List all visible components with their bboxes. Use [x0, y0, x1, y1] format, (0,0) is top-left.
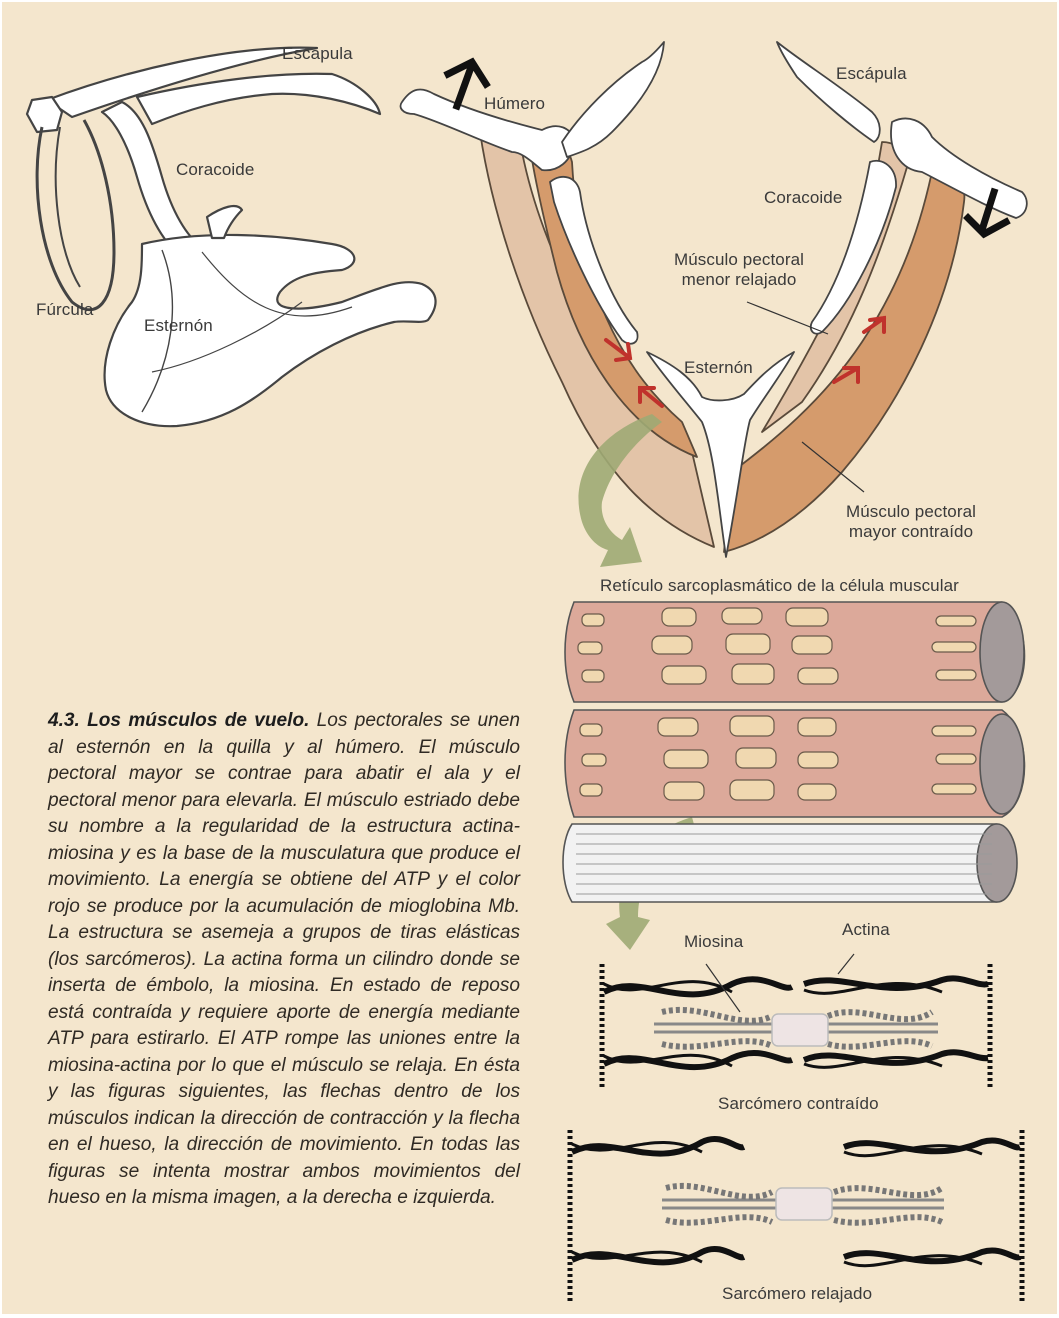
sarcomere-contracted: [602, 954, 990, 1088]
label-escapula-right: Escápula: [836, 64, 907, 84]
label-humero: Húmero: [484, 94, 545, 114]
label-esternon-right: Esternón: [684, 358, 753, 378]
caption-title: 4.3. Los músculos de vuelo.: [48, 710, 309, 731]
label-coracoide-left: Coracoide: [176, 160, 254, 180]
label-escapula-left: Escápula: [282, 44, 353, 64]
label-sarcomero-contraido: Sarcómero contraído: [718, 1094, 879, 1114]
label-reticulo: Retículo sarcoplasmático de la célula mu…: [600, 576, 959, 596]
label-esternon-left: Esternón: [144, 316, 213, 336]
label-actina: Actina: [842, 920, 890, 940]
label-pectoral-menor: Músculo pectoral menor relajado: [664, 250, 814, 289]
label-miosina: Miosina: [684, 932, 743, 952]
label-sarcomero-relajado: Sarcómero relajado: [722, 1284, 872, 1304]
skeleton-drawing: [27, 48, 436, 427]
sarcomere-relaxed: [570, 1130, 1022, 1304]
label-pectoral-menor-line2: menor relajado: [664, 270, 814, 290]
label-furcula: Fúrcula: [36, 300, 93, 320]
flight-muscle-drawing: [401, 42, 1027, 557]
label-pectoral-mayor: Músculo pectoral mayor contraído: [836, 502, 986, 541]
muscle-fiber-drawing: [563, 602, 1025, 902]
figure-caption: 4.3. Los músculos de vuelo. Los pectoral…: [48, 708, 520, 1212]
label-pectoral-mayor-line2: mayor contraído: [836, 522, 986, 542]
label-pectoral-menor-line1: Músculo pectoral: [664, 250, 814, 270]
caption-body: Los pectorales se unen al esternón en la…: [48, 710, 520, 1208]
label-coracoide-right: Coracoide: [764, 188, 842, 208]
label-pectoral-mayor-line1: Músculo pectoral: [836, 502, 986, 522]
